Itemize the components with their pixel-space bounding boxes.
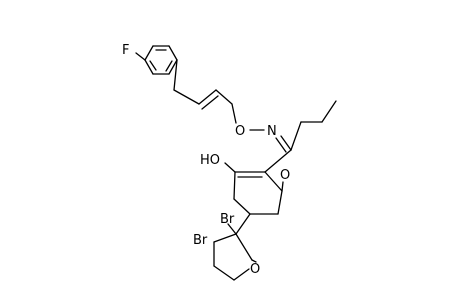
bond	[233, 198, 251, 215]
bond	[173, 89, 200, 105]
bond	[235, 213, 251, 235]
bond	[213, 233, 237, 243]
bond	[168, 45, 178, 61]
oxime-oxygen-label: O	[235, 124, 245, 139]
bond	[235, 233, 253, 261]
hydroxyl-label: HO	[200, 153, 220, 168]
bond	[224, 162, 236, 173]
bond	[213, 265, 235, 281]
bond	[149, 60, 157, 71]
bond	[173, 59, 178, 91]
bond	[280, 135, 292, 151]
ketone-oxygen-label: O	[280, 168, 290, 183]
bond	[290, 121, 302, 151]
bonds	[135, 45, 337, 281]
bond	[321, 100, 337, 123]
oxime-nitrogen-label: N	[267, 124, 277, 139]
bond	[264, 149, 292, 173]
bond	[144, 45, 154, 61]
bond	[165, 60, 173, 72]
bond	[264, 171, 283, 192]
bromine-lower-label: Br	[193, 233, 208, 248]
bond	[231, 103, 237, 124]
bond	[275, 137, 287, 153]
fluorine-label: F	[122, 43, 129, 58]
bromine-upper-label: Br	[220, 212, 235, 227]
bond	[201, 95, 219, 110]
atom-labels: F O N HO O Br Br O	[122, 43, 290, 277]
ring-oxygen-label: O	[250, 262, 260, 277]
bond	[144, 59, 154, 75]
bond	[227, 223, 237, 235]
bond	[277, 190, 283, 215]
bond	[168, 59, 178, 75]
bond	[135, 52, 146, 61]
bond	[233, 171, 236, 200]
bond	[251, 259, 257, 263]
bond	[215, 89, 233, 105]
bond	[198, 89, 217, 105]
bond	[281, 181, 284, 192]
bond	[233, 268, 250, 281]
